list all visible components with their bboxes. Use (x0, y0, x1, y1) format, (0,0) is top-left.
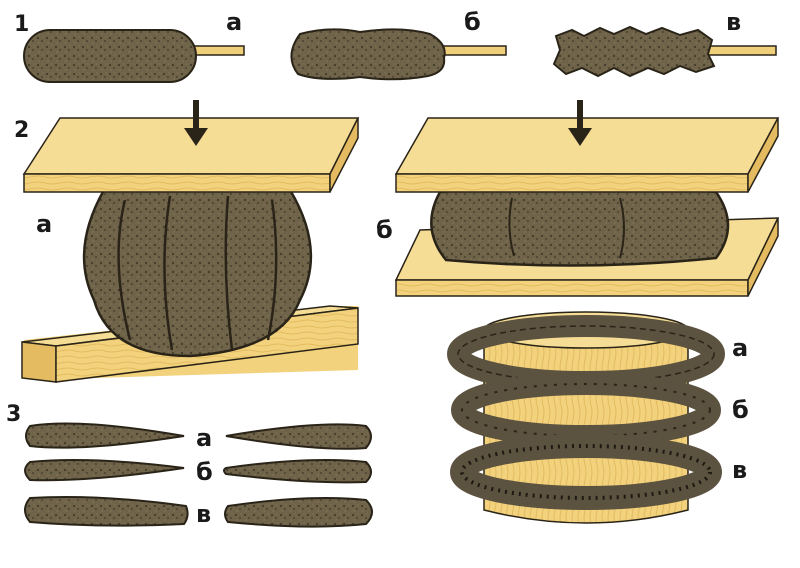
clay-disc-flattened (430, 184, 730, 267)
taper-label-v: в (196, 500, 212, 528)
taper-strip-b-left (24, 459, 185, 482)
taper-strip-v-left (24, 496, 189, 527)
bottom-board-side (747, 217, 779, 297)
row1-label-a: а (226, 8, 243, 36)
crack-line (117, 199, 132, 341)
ring-label-b: б (732, 396, 749, 424)
top-board-side (329, 117, 359, 193)
crack-line (619, 197, 625, 259)
ring-label-v: в (732, 456, 748, 484)
crack-line (508, 197, 515, 257)
press-test-a (21, 100, 360, 383)
crack-line (224, 195, 234, 351)
down-arrow-head-icon (184, 128, 208, 146)
top-board-top (22, 117, 360, 175)
press-label-b: б (376, 216, 393, 244)
wooden-stick (705, 45, 777, 56)
taper-label-a: а (196, 424, 213, 452)
top-board-front (395, 173, 749, 193)
ring-label-a: а (732, 334, 749, 362)
taper-label-b: б (196, 458, 213, 486)
crack-line (163, 195, 174, 351)
taper-strip-v-right (224, 497, 373, 528)
taper-strip-b-right (223, 459, 372, 484)
press-test-b (394, 100, 780, 297)
top-board-front (23, 173, 331, 193)
top-board-side (747, 117, 779, 193)
bottom-board-side (21, 341, 57, 383)
section-number-2: 2 (14, 118, 30, 143)
row1-label-b: б (464, 8, 481, 36)
clay-roll-smooth (23, 29, 197, 83)
stick-sample-a (23, 29, 245, 83)
section-number-3: 3 (6, 402, 22, 427)
taper-strip-a-left (25, 422, 185, 449)
taper-strip-a-right (225, 423, 372, 450)
stick-sample-b (290, 28, 507, 81)
row1-label-v: в (726, 8, 742, 36)
ring-test (447, 311, 725, 524)
down-arrow-head-icon (568, 128, 592, 146)
bottom-board-front (395, 279, 749, 297)
ring-cracks (460, 444, 712, 500)
crack-line (266, 199, 278, 341)
press-label-a: а (36, 210, 53, 238)
clay-roll-crumbled (552, 25, 716, 78)
clay-roll-cracked (290, 28, 446, 81)
top-board-top (394, 117, 780, 175)
wooden-stick (439, 45, 507, 56)
taper-samples (24, 422, 373, 528)
section-number-1: 1 (14, 12, 30, 37)
stick-sample-v (552, 25, 777, 78)
